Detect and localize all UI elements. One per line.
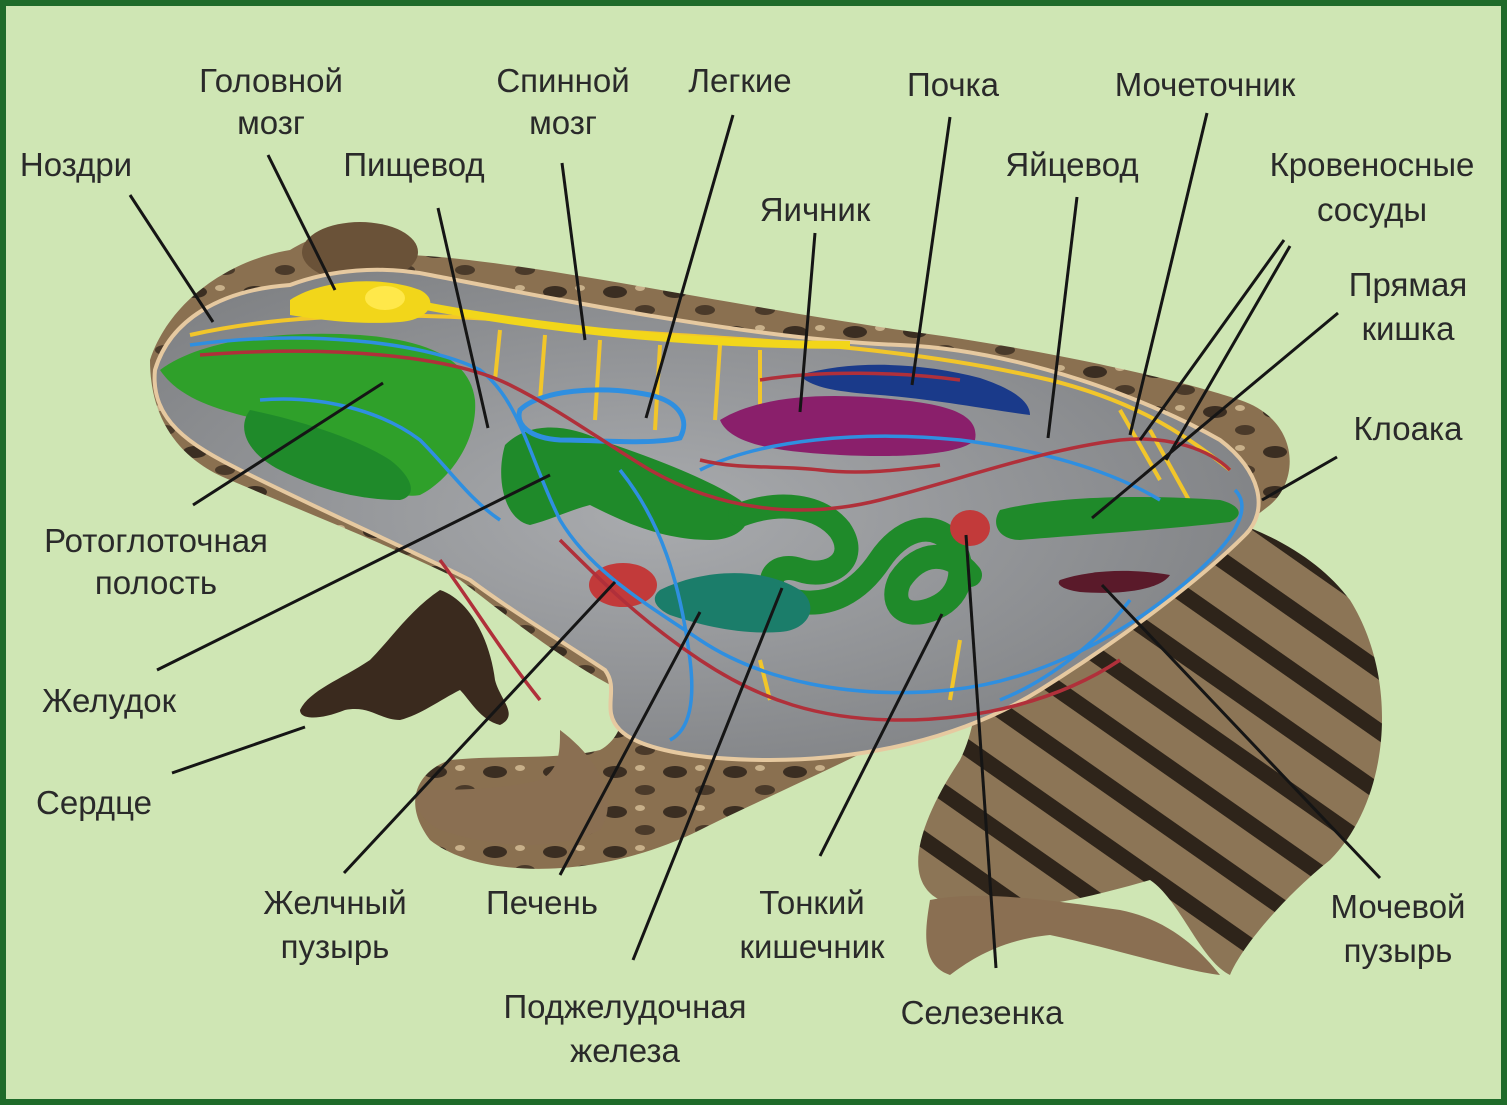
label-vessels-line2: сосуды (1317, 191, 1427, 228)
label-pancreas-line2: железа (570, 1032, 680, 1069)
label-kidney: Почка (907, 66, 1000, 103)
label-cloaca: Клоака (1353, 410, 1463, 447)
label-small-intestine-line1: Тонкий (759, 884, 864, 921)
label-nostrils: Ноздри (20, 146, 132, 183)
label-brain-line1: Головной (199, 62, 343, 99)
label-liver: Печень (486, 884, 598, 921)
brain-lobe (365, 286, 405, 310)
label-pancreas-line1: Поджелудочная (503, 988, 746, 1025)
label-vessels-line1: Кровеносные (1270, 146, 1475, 183)
spleen (950, 510, 990, 546)
label-gallbladder-line1: Желчный (263, 884, 406, 921)
label-gallbladder-line2: пузырь (281, 928, 390, 965)
label-stomach: Желудок (42, 682, 177, 719)
label-rectum-line1: Прямая (1349, 266, 1467, 303)
label-spleen: Селезенка (901, 994, 1064, 1031)
diagram-canvas: Ноздри Головной мозг Пищевод Спинной моз… (6, 6, 1501, 1099)
label-oropharynx-line1: Ротоглоточная (44, 522, 268, 559)
leader-heart (172, 727, 305, 773)
label-oropharynx-line2: полость (95, 564, 217, 601)
label-spinal-line2: мозг (529, 104, 597, 141)
label-small-intestine-line2: кишечник (740, 928, 885, 965)
label-rectum-line2: кишка (1362, 310, 1456, 347)
label-bladder-line1: Мочевой (1331, 888, 1466, 925)
label-spinal-line1: Спинной (496, 62, 629, 99)
label-ureter: Мочеточник (1115, 66, 1296, 103)
label-lungs: Легкие (688, 62, 791, 99)
label-bladder-line2: пузырь (1344, 932, 1453, 969)
leader-nostrils (130, 195, 213, 322)
label-esophagus: Пищевод (343, 146, 484, 183)
label-heart: Сердце (36, 784, 152, 821)
label-brain-line2: мозг (237, 104, 305, 141)
label-oviduct: Яйцевод (1005, 146, 1138, 183)
frog-anatomy-diagram: Ноздри Головной мозг Пищевод Спинной моз… (6, 6, 1501, 1099)
label-ovary: Яичник (760, 191, 871, 228)
